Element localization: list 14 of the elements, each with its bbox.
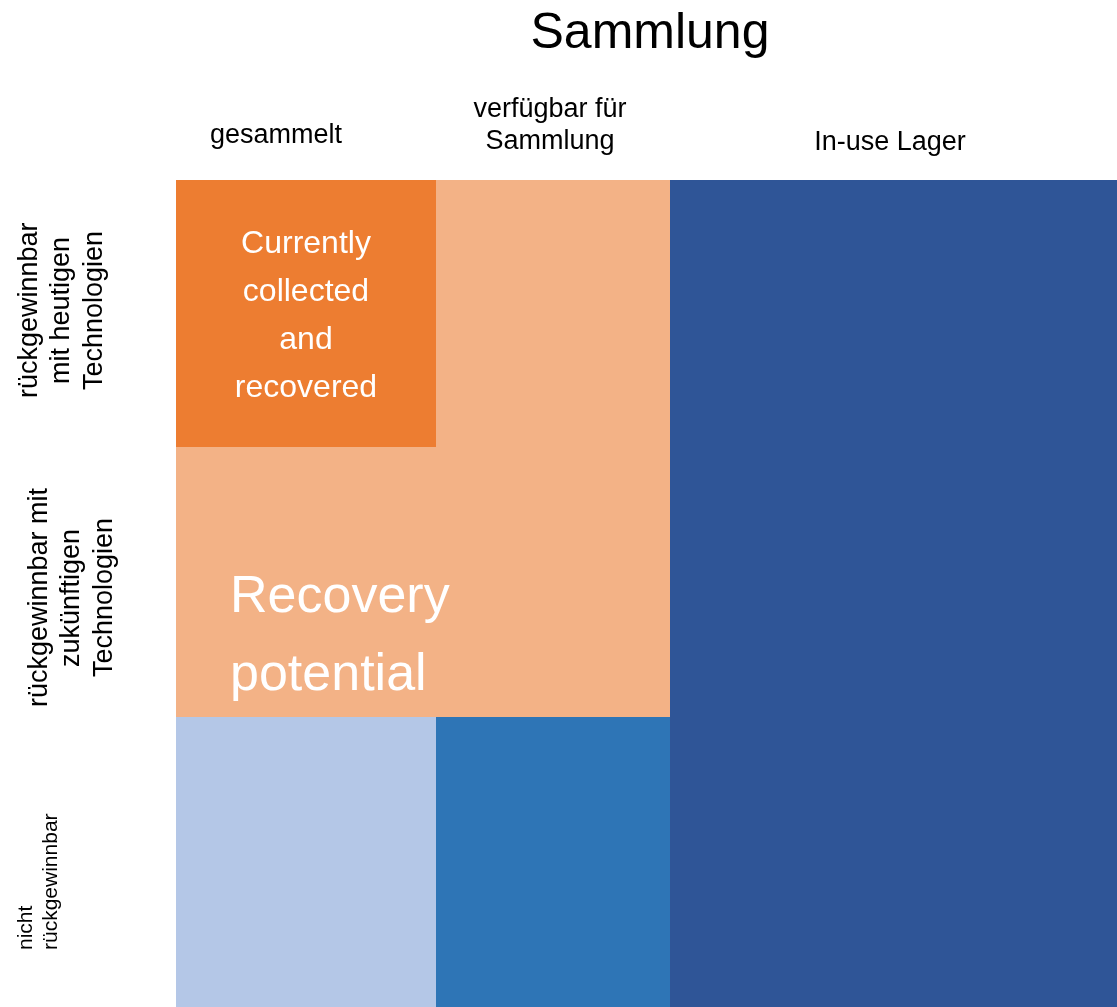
column-header: gesammelt <box>208 118 343 151</box>
region-block <box>176 180 670 717</box>
chart-title: Sammlung <box>529 2 771 60</box>
region-block <box>176 717 436 1007</box>
region-label: Recovery potential <box>230 564 451 703</box>
column-header: verfügbar für Sammlung <box>472 92 628 157</box>
region-label: Currently collected and recovered <box>233 223 379 406</box>
row-header: nicht rückgewinnbar <box>12 812 63 950</box>
column-header: In-use Lager <box>813 125 967 158</box>
row-header: rückgewinnbar mit zukünftigen Technologien <box>22 486 119 710</box>
region-block <box>670 180 1117 1007</box>
region-block <box>436 717 670 1007</box>
row-header: rückgewinnbar mit heutigen Technologien <box>12 221 109 400</box>
region-block <box>176 180 436 447</box>
